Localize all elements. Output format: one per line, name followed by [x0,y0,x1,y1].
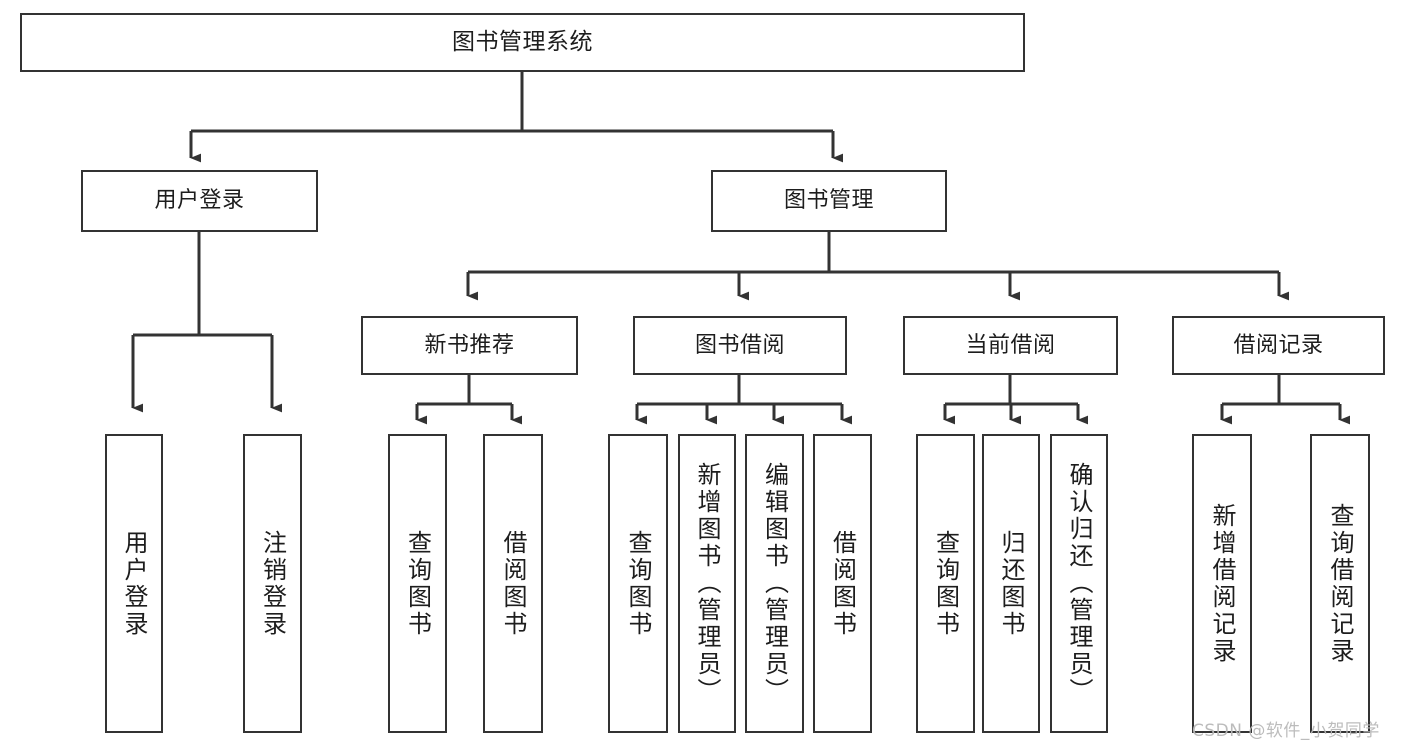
node-borrow-record[interactable]: 借阅记录 [1172,316,1385,375]
node-label: 用户登录 [154,188,245,214]
node-label: 当前借阅 [965,332,1056,358]
node-label: 借阅图书 [499,529,527,638]
leaf-borrow-borrow-book[interactable]: 借阅图书 [813,434,872,733]
node-new-book-recommend[interactable]: 新书推荐 [361,316,578,375]
node-label: 查询图书 [624,529,652,638]
leaf-current-confirm-return-admin[interactable]: 确认归还（管理员） [1050,434,1108,733]
node-label: 用户登录 [120,529,148,638]
leaf-current-return-book[interactable]: 归还图书 [982,434,1040,733]
node-label: 新增图书（管理员） [693,462,721,705]
node-label: 确认归还（管理员） [1065,462,1093,705]
node-root-system[interactable]: 图书管理系统 [20,13,1025,72]
node-label: 归还图书 [997,529,1025,638]
leaf-record-add-record[interactable]: 新增借阅记录 [1192,434,1252,733]
node-label: 图书管理 [783,188,874,214]
node-label: 注销登录 [258,529,287,638]
leaf-user-login-logout[interactable]: 注销登录 [243,434,302,733]
node-label: 图书借阅 [694,332,785,358]
node-label: 新书推荐 [424,332,515,358]
node-book-borrow[interactable]: 图书借阅 [633,316,847,375]
leaf-current-query-book[interactable]: 查询图书 [916,434,975,733]
node-current-borrow[interactable]: 当前借阅 [903,316,1118,375]
node-label: 新增借阅记录 [1208,502,1236,665]
node-label: 查询借阅记录 [1326,502,1354,665]
leaf-borrow-edit-book-admin[interactable]: 编辑图书（管理员） [745,434,804,733]
node-user-login[interactable]: 用户登录 [81,170,318,232]
node-book-management[interactable]: 图书管理 [711,170,947,232]
leaf-new-book-query[interactable]: 查询图书 [388,434,447,733]
leaf-new-book-borrow[interactable]: 借阅图书 [483,434,543,733]
node-label: 查询图书 [403,529,432,638]
csdn-watermark: CSDN @软件_小贺同学 [1192,721,1380,741]
node-label: 查询图书 [931,529,960,638]
leaf-borrow-add-book-admin[interactable]: 新增图书（管理员） [678,434,736,733]
node-label: 图书管理系统 [452,28,593,55]
leaf-borrow-query-book[interactable]: 查询图书 [608,434,668,733]
leaf-user-login-login[interactable]: 用户登录 [105,434,163,733]
node-label: 借阅记录 [1233,332,1324,358]
node-label: 借阅图书 [828,529,857,638]
node-label: 编辑图书（管理员） [760,462,789,705]
leaf-record-query-record[interactable]: 查询借阅记录 [1310,434,1370,733]
